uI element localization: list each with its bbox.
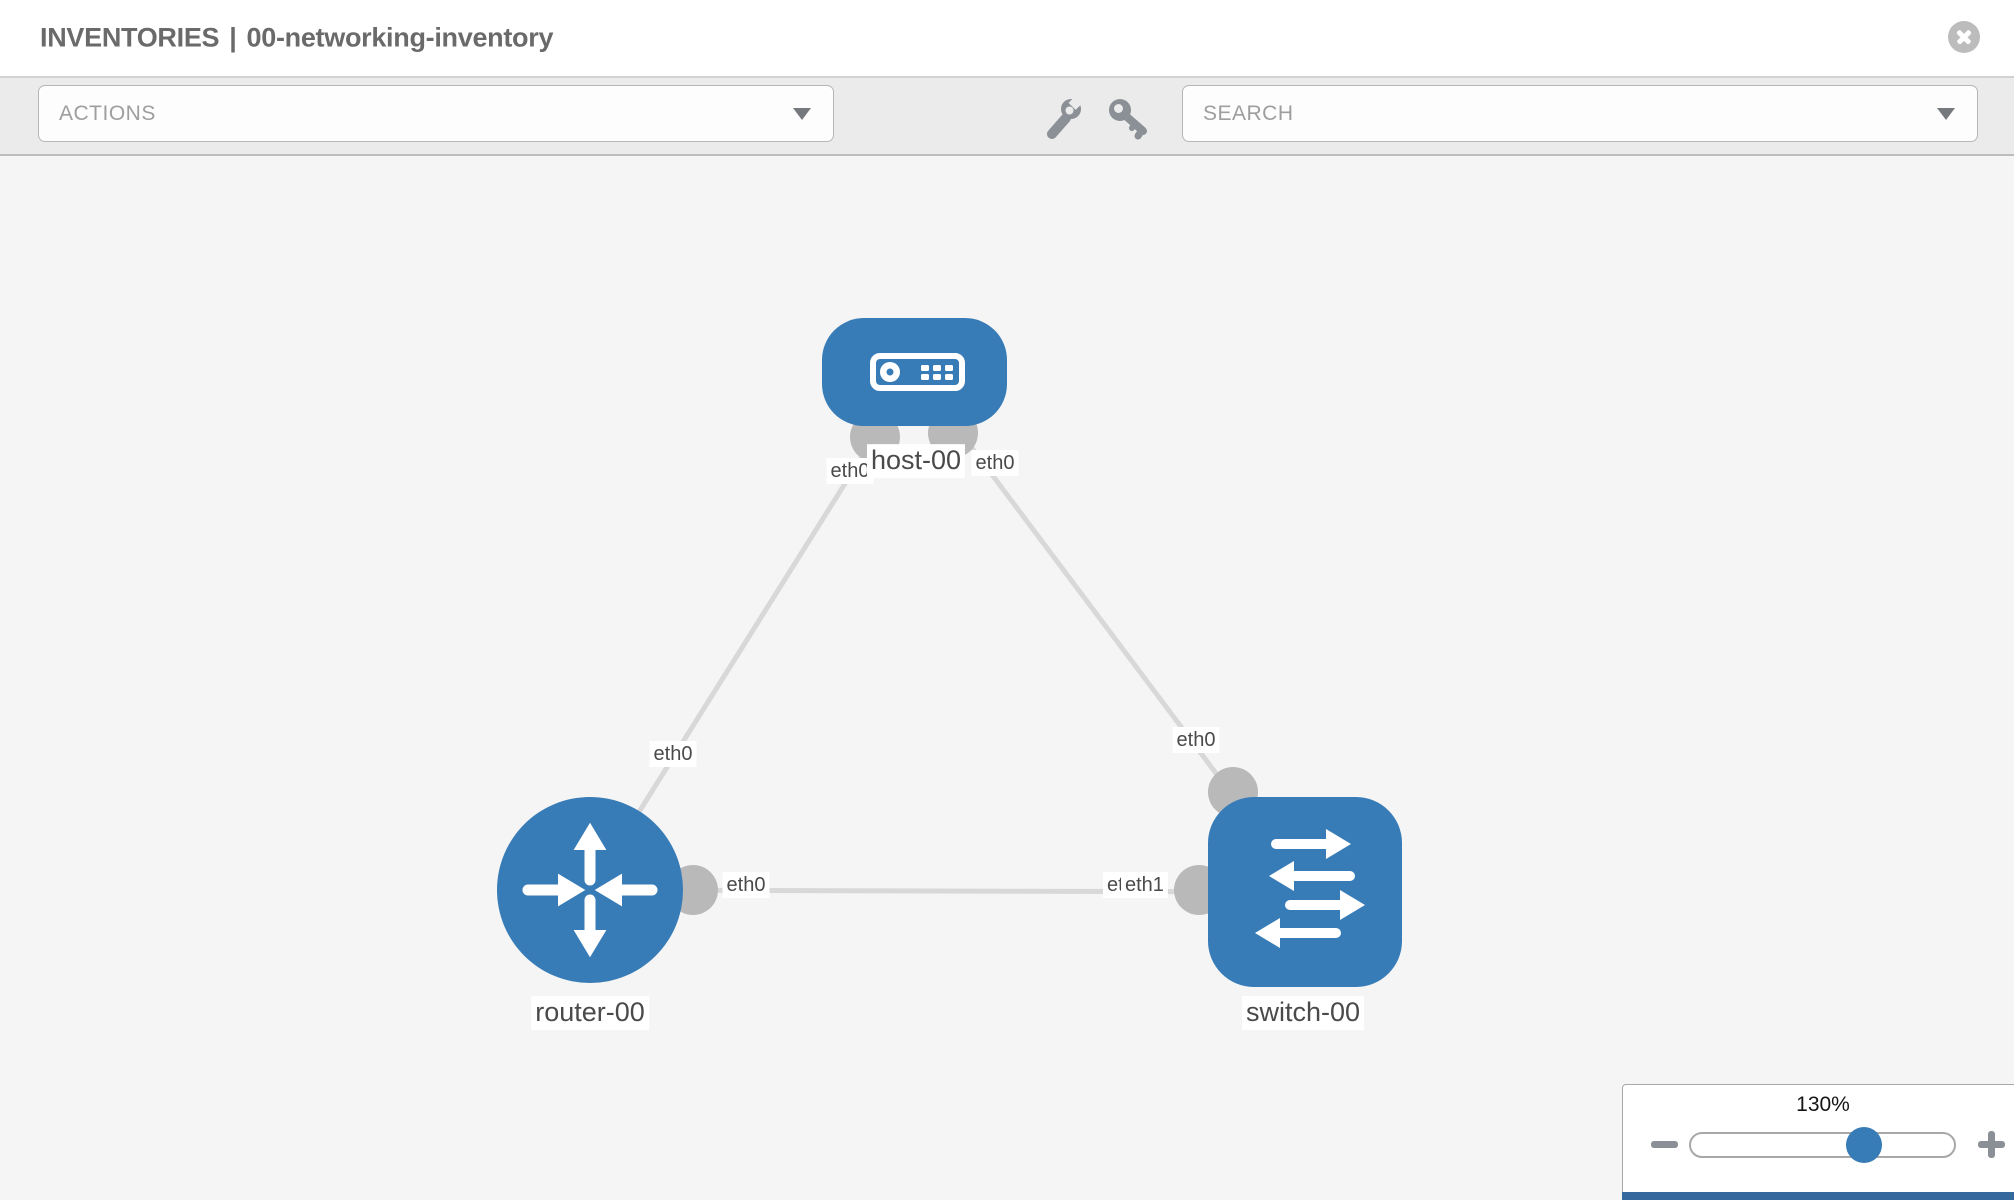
port-label-host-eth0-right: eth0 [971,450,1019,476]
zoom-slider-track[interactable] [1689,1132,1956,1158]
port-label-switch-eth1: eth1 [1121,872,1168,898]
page-title-separator: | [229,22,237,53]
topology-canvas[interactable]: eth0 host-00 eth0 eth0 eth0 eth0 eth0 et… [0,156,2014,1200]
node-label-switch: switch-00 [1241,996,1365,1030]
port-label-switch-top-eth0: eth0 [1172,727,1220,753]
zoom-slider-handle[interactable] [1846,1127,1882,1163]
minus-icon[interactable] [1651,1141,1678,1148]
port-label-router-eth0: eth0 [722,872,770,898]
toolbar: ACTIONS SEARCH [0,78,2014,156]
page-title: INVENTORIES | 00-networking-inventory [40,23,553,54]
chevron-down-icon [1937,107,1955,120]
key-panel-edge [1622,1192,2014,1200]
node-router[interactable] [497,797,683,983]
search-dropdown[interactable]: SEARCH [1182,85,1978,142]
actions-dropdown[interactable]: ACTIONS [38,85,834,142]
wrench-icon[interactable] [1040,96,1086,142]
router-arrows-icon [522,822,658,958]
close-icon[interactable] [1948,21,1980,53]
panel-header: INVENTORIES | 00-networking-inventory [0,0,2014,78]
node-switch[interactable] [1208,797,1402,987]
page-title-section: INVENTORIES [40,22,220,53]
actions-dropdown-label: ACTIONS [59,101,156,125]
zoom-control-panel: 130% [1622,1084,2014,1200]
interface-dots [668,408,1258,915]
node-host[interactable] [822,318,1007,426]
search-dropdown-label: SEARCH [1203,101,1294,125]
key-icon[interactable] [1106,96,1154,144]
port-label-router-link-eth0: eth0 [649,741,697,767]
zoom-level-value: 130% [1796,1093,1850,1116]
node-label-router: router-00 [531,996,649,1030]
node-label-host: host-00 [866,444,966,478]
chevron-down-icon [793,107,811,120]
switch-arrows-icon [1255,829,1365,948]
topology-svg [497,318,1402,987]
server-icon [870,353,965,391]
port-label-host-eth0-left: eth0 [826,458,874,484]
page-title-item: 00-networking-inventory [246,22,554,53]
